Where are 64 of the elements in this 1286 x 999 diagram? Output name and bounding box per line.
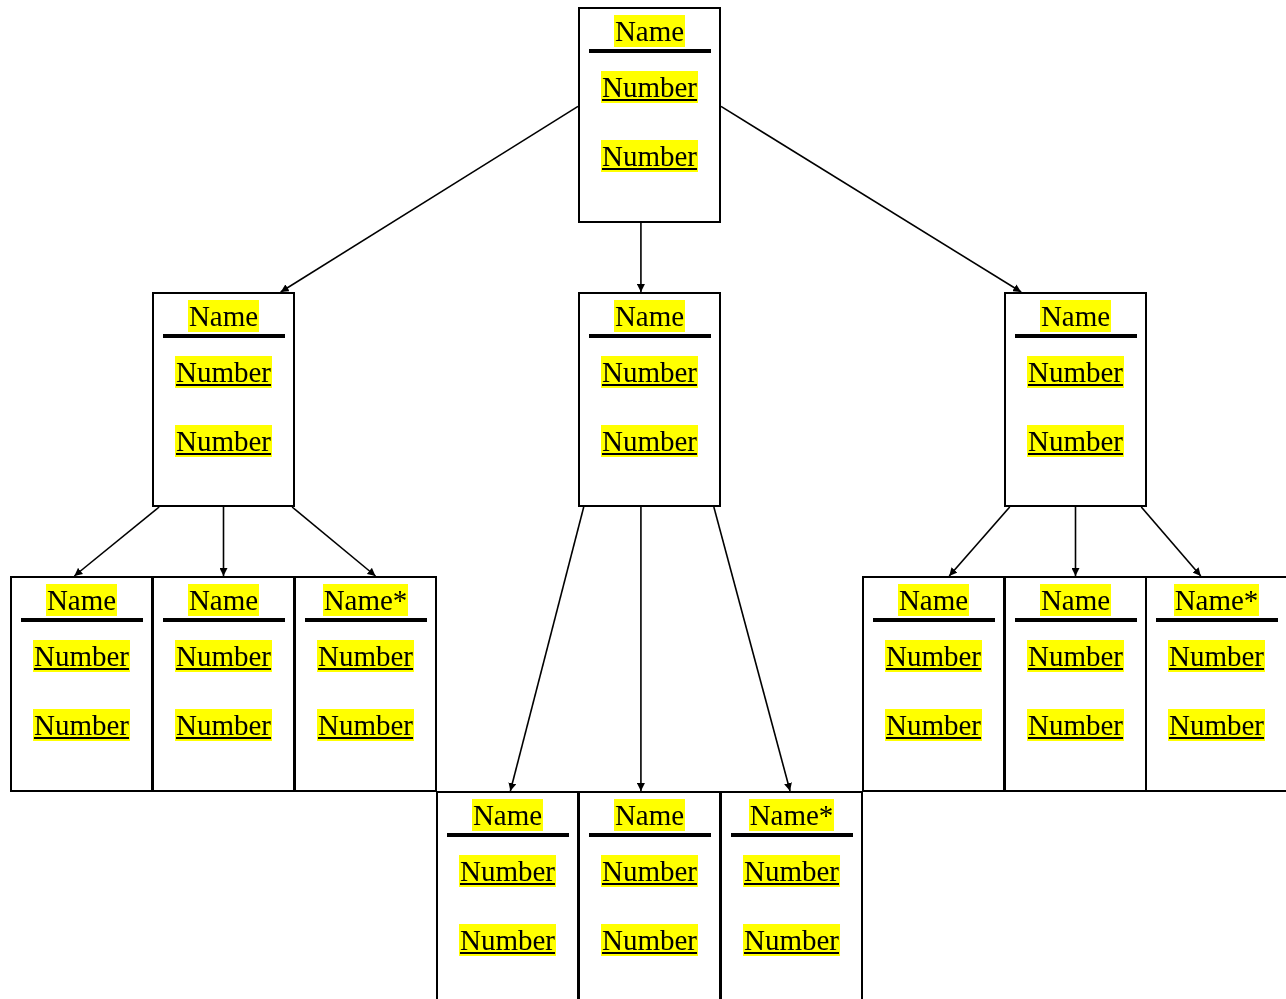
field-name: Name [613,799,686,831]
record-box [1145,576,1286,792]
arrow [508,506,585,792]
number-value: Number [459,855,556,887]
number-value: Number [601,356,698,388]
record-box [862,576,1005,792]
number-value: Number [885,709,982,741]
number-value: Number [601,71,698,103]
record-box [152,292,295,507]
number-value: Number [601,140,698,172]
record-box [436,791,579,999]
arrow [73,506,160,577]
number-value: Number [1027,356,1124,388]
number-value: Number [175,356,272,388]
arrow [636,506,645,792]
arrow [1140,506,1202,577]
arrow [219,506,228,577]
number-value: Number [33,640,130,672]
record-box [10,576,153,792]
arrow [636,222,645,293]
field-name: Name [187,300,260,332]
number-value: Number [317,640,414,672]
number-value: Number [317,709,414,741]
field-name: Name* [1173,584,1260,616]
arrow [291,506,377,577]
number-value: Number [1027,709,1124,741]
number-value: Number [459,924,556,956]
field-name: Name [613,300,686,332]
arrow [948,506,1011,577]
record-box [578,292,721,507]
number-value: Number [1027,425,1124,457]
field-name: Name [471,799,544,831]
field-name: Name* [322,584,409,616]
record-box [1004,576,1147,792]
number-value: Number [885,640,982,672]
field-name: Name [45,584,118,616]
number-value: Number [175,709,272,741]
arrow [720,105,1022,293]
number-value: Number [601,924,698,956]
record-box [1004,292,1147,507]
number-value: Number [33,709,130,741]
number-value: Number [1168,640,1265,672]
arrow [713,506,792,792]
field-name: Name [613,15,686,47]
number-value: Number [175,640,272,672]
number-value: Number [743,924,840,956]
number-value: Number [175,425,272,457]
number-value: Number [601,425,698,457]
number-value: Number [1027,640,1124,672]
arrow [279,105,579,293]
field-name: Name [897,584,970,616]
field-name: Name* [748,799,835,831]
field-name: Name [1039,300,1112,332]
number-value: Number [743,855,840,887]
number-value: Number [1168,709,1265,741]
arrow [1071,506,1080,577]
record-box [578,7,721,223]
number-value: Number [601,855,698,887]
record-box [152,576,295,792]
record-box [720,791,863,999]
field-name: Name [1039,584,1112,616]
record-box [578,791,721,999]
record-box [294,576,437,792]
field-name: Name [187,584,260,616]
